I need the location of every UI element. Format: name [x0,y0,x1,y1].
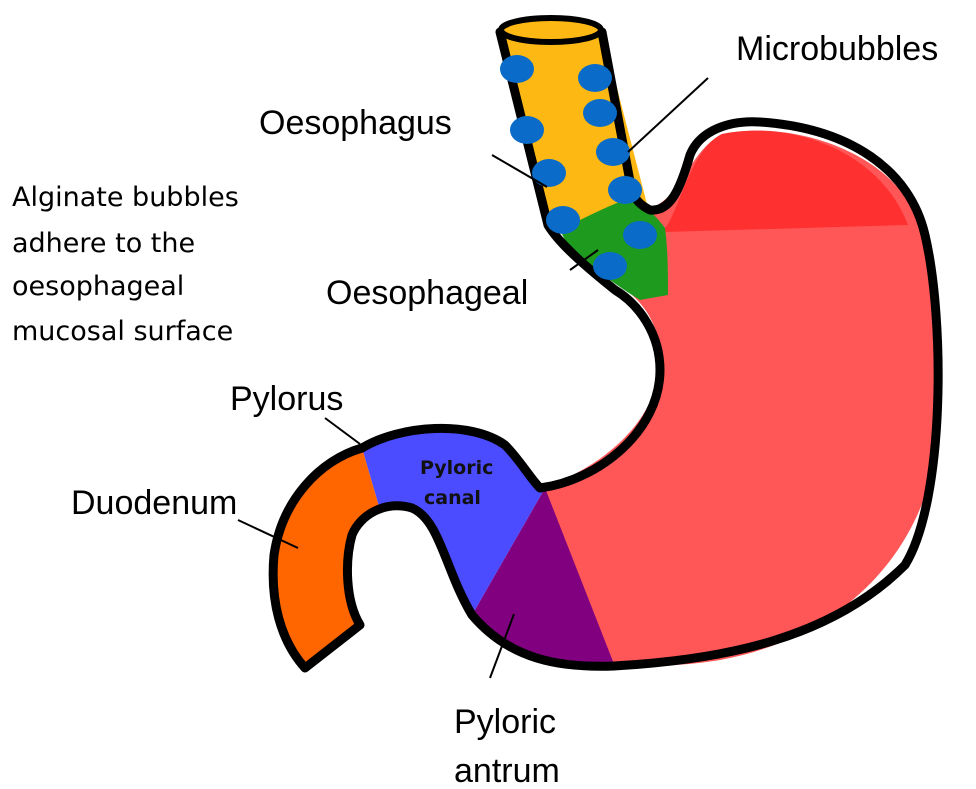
note-line4: mucosal surface [12,316,233,347]
label-pyloric-canal-line2: canal [424,487,481,509]
label-duodenum: Duodenum [71,484,237,522]
label-pyloric-canal-line1: Pyloric [420,457,493,479]
microbubble [546,206,580,234]
label-pyloric-antrum-line2: antrum [454,752,560,789]
label-pylorus: Pylorus [230,380,343,418]
label-oesophageal: Oesophageal [326,274,528,312]
oesophagus-opening [501,18,601,42]
microbubble [510,116,544,144]
note-line2: adhere to the [12,228,195,259]
label-oesophagus: Oesophagus [259,104,452,142]
microbubble [583,99,617,127]
microbubble [608,176,642,204]
microbubble [578,64,612,92]
microbubble [532,159,566,187]
microbubble [500,55,534,83]
pylorus-leader [325,418,360,444]
microbubble [596,138,630,166]
note-line1: Alginate bubbles [12,182,239,213]
microbubble [593,252,627,280]
label-pyloric-antrum-line1: Pyloric [454,703,556,741]
microbubble [623,221,657,249]
note-line3: oesophageal [12,271,184,302]
label-microbubbles: Microbubbles [736,30,938,68]
